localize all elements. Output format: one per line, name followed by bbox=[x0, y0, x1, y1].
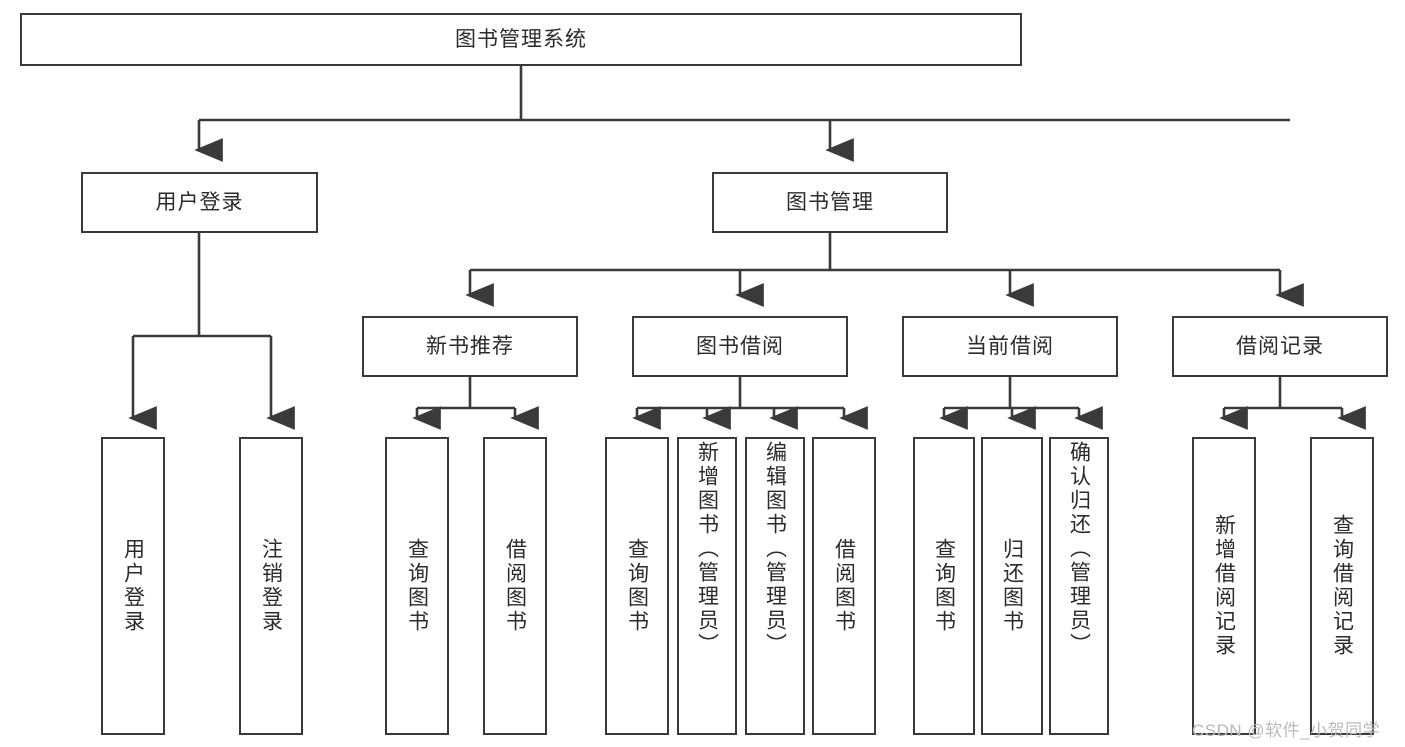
node-label: 图书借阅 bbox=[696, 334, 784, 358]
node-label: 查询借阅记录 bbox=[1330, 514, 1354, 658]
node-label: 查询图书 bbox=[625, 538, 649, 634]
node-label: 借阅图书 bbox=[832, 538, 856, 634]
node-current-borrow[interactable]: 当前借阅 bbox=[902, 316, 1118, 377]
node-book-borrow[interactable]: 图书借阅 bbox=[632, 316, 848, 377]
node-label: 图书管理 bbox=[786, 190, 874, 214]
node-label: 图书管理系统 bbox=[455, 27, 587, 51]
leaf-borrow-query-book[interactable]: 查询图书 bbox=[605, 437, 669, 735]
node-label: 用户登录 bbox=[155, 190, 244, 214]
node-label: 新增借阅记录 bbox=[1212, 514, 1236, 658]
node-label: 新增图书（管理员） bbox=[695, 441, 719, 657]
leaf-recommend-borrow-book[interactable]: 借阅图书 bbox=[483, 437, 547, 735]
leaf-borrow-borrow-book[interactable]: 借阅图书 bbox=[812, 437, 876, 735]
node-label: 用户登录 bbox=[121, 538, 145, 634]
node-label: 编辑图书（管理员） bbox=[763, 441, 787, 657]
leaf-current-query-book[interactable]: 查询图书 bbox=[913, 437, 975, 735]
leaf-borrow-add-book-admin[interactable]: 新增图书（管理员） bbox=[677, 437, 737, 735]
csdn-watermark: CSDN @软件_小贺同学 bbox=[1192, 721, 1381, 740]
node-root-system[interactable]: 图书管理系统 bbox=[20, 13, 1022, 66]
leaf-borrow-edit-book-admin[interactable]: 编辑图书（管理员） bbox=[745, 437, 805, 735]
node-label: 新书推荐 bbox=[426, 334, 514, 358]
node-label: 确认归还（管理员） bbox=[1067, 441, 1091, 657]
node-book-management[interactable]: 图书管理 bbox=[712, 172, 948, 233]
node-label: 借阅记录 bbox=[1236, 334, 1324, 358]
leaf-current-confirm-return-admin[interactable]: 确认归还（管理员） bbox=[1049, 437, 1109, 735]
node-label: 查询图书 bbox=[932, 538, 956, 634]
leaf-record-query-record[interactable]: 查询借阅记录 bbox=[1310, 437, 1374, 735]
node-label: 归还图书 bbox=[1000, 538, 1024, 634]
node-user-login[interactable]: 用户登录 bbox=[81, 172, 318, 233]
node-label: 当前借阅 bbox=[966, 334, 1054, 358]
node-label: 注销登录 bbox=[259, 538, 283, 634]
node-new-book-recommend[interactable]: 新书推荐 bbox=[362, 316, 578, 377]
node-label: 查询图书 bbox=[405, 538, 429, 634]
leaf-recommend-query-book[interactable]: 查询图书 bbox=[385, 437, 449, 735]
node-label: 借阅图书 bbox=[503, 538, 527, 634]
leaf-user-login[interactable]: 用户登录 bbox=[101, 437, 165, 735]
node-borrow-record[interactable]: 借阅记录 bbox=[1172, 316, 1388, 377]
leaf-user-logout[interactable]: 注销登录 bbox=[239, 437, 303, 735]
leaf-current-return-book[interactable]: 归还图书 bbox=[981, 437, 1043, 735]
leaf-record-add-record[interactable]: 新增借阅记录 bbox=[1192, 437, 1256, 735]
